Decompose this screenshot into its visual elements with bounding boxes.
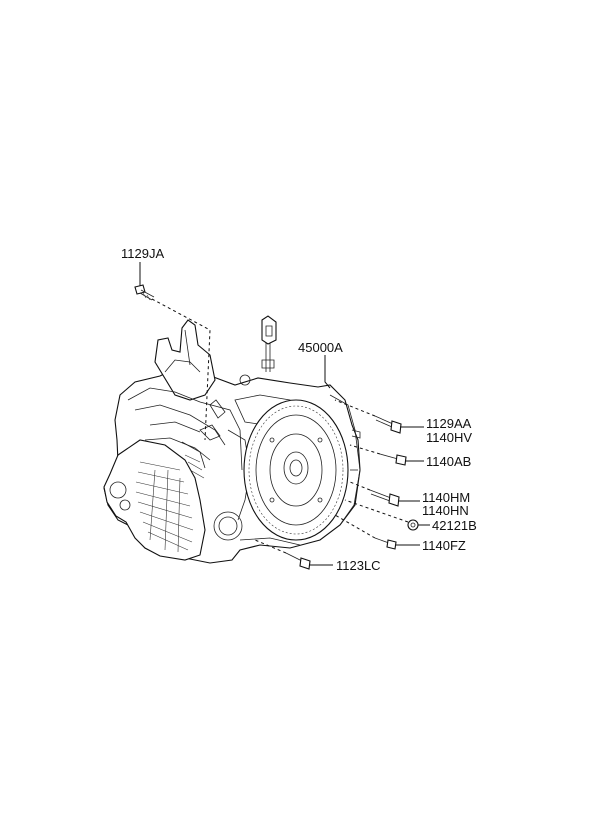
- label-1129ja: 1129JA: [121, 246, 164, 261]
- label-1123lc: 1123LC: [336, 558, 381, 573]
- bolt-1129ja[interactable]: [134, 284, 155, 301]
- bolt-1140ab[interactable]: [379, 453, 407, 466]
- label-42121b: 42121B: [432, 518, 477, 533]
- dipstick-tube: [265, 338, 271, 372]
- leader-lines: [139, 262, 430, 566]
- label-1140hm: 1140HM: [422, 490, 470, 505]
- bolt-1140hm[interactable]: [369, 489, 400, 507]
- label-1140fz: 1140FZ: [422, 538, 466, 553]
- plug-42121b[interactable]: [407, 519, 419, 531]
- label-1140ab: 1140AB: [426, 454, 471, 469]
- label-1129aa: 1129AA: [426, 416, 472, 431]
- bolt-1140fz[interactable]: [374, 537, 397, 550]
- torque-converter: [243, 399, 349, 541]
- bolt-1129aa[interactable]: [374, 415, 402, 434]
- bolt-1123lc[interactable]: [285, 552, 311, 570]
- label-1140hv: 1140HV: [426, 430, 472, 445]
- label-45000a: 45000A: [298, 340, 343, 355]
- label-1140hn: 1140HN: [422, 503, 469, 518]
- mount-bracket: [154, 319, 216, 401]
